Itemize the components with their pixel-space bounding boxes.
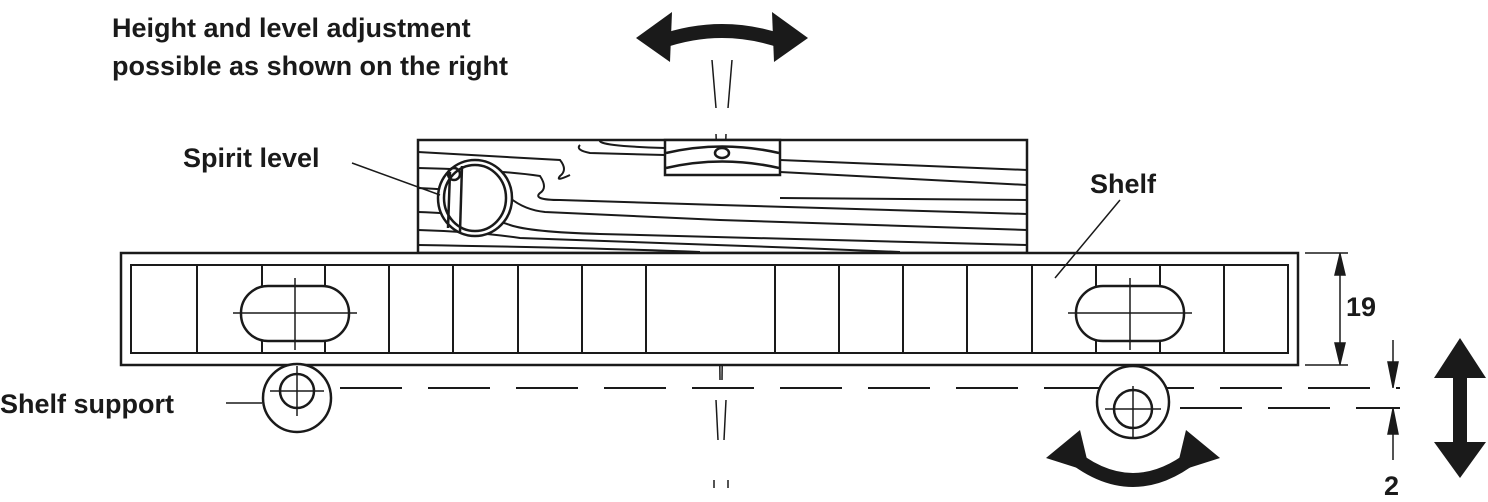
dimension-2-label: 2 [1384, 471, 1400, 501]
shelf-support-right [1095, 364, 1171, 440]
shelf-support-label: Shelf support [0, 389, 174, 419]
shelf-support-left [261, 362, 333, 434]
shelf-label: Shelf [1090, 169, 1157, 199]
shelf [119, 251, 1300, 367]
round-vial [436, 158, 514, 238]
dimension-2 [1387, 340, 1399, 460]
spirit-level-label: Spirit level [183, 143, 320, 173]
caption-line-2: possible as shown on the right [112, 51, 509, 81]
spirit-level [416, 138, 1029, 255]
height-arrow-icon [1434, 338, 1486, 478]
caption-line-1: Height and level adjustment [112, 13, 471, 43]
top-vial [663, 138, 782, 177]
tilt-arrow-icon [636, 12, 808, 62]
dimension-19-label: 19 [1346, 292, 1377, 322]
rotate-arrow-icon [1046, 430, 1220, 487]
slot-left [233, 278, 357, 350]
slot-right [1068, 278, 1192, 350]
dimension-19 [1305, 252, 1348, 366]
